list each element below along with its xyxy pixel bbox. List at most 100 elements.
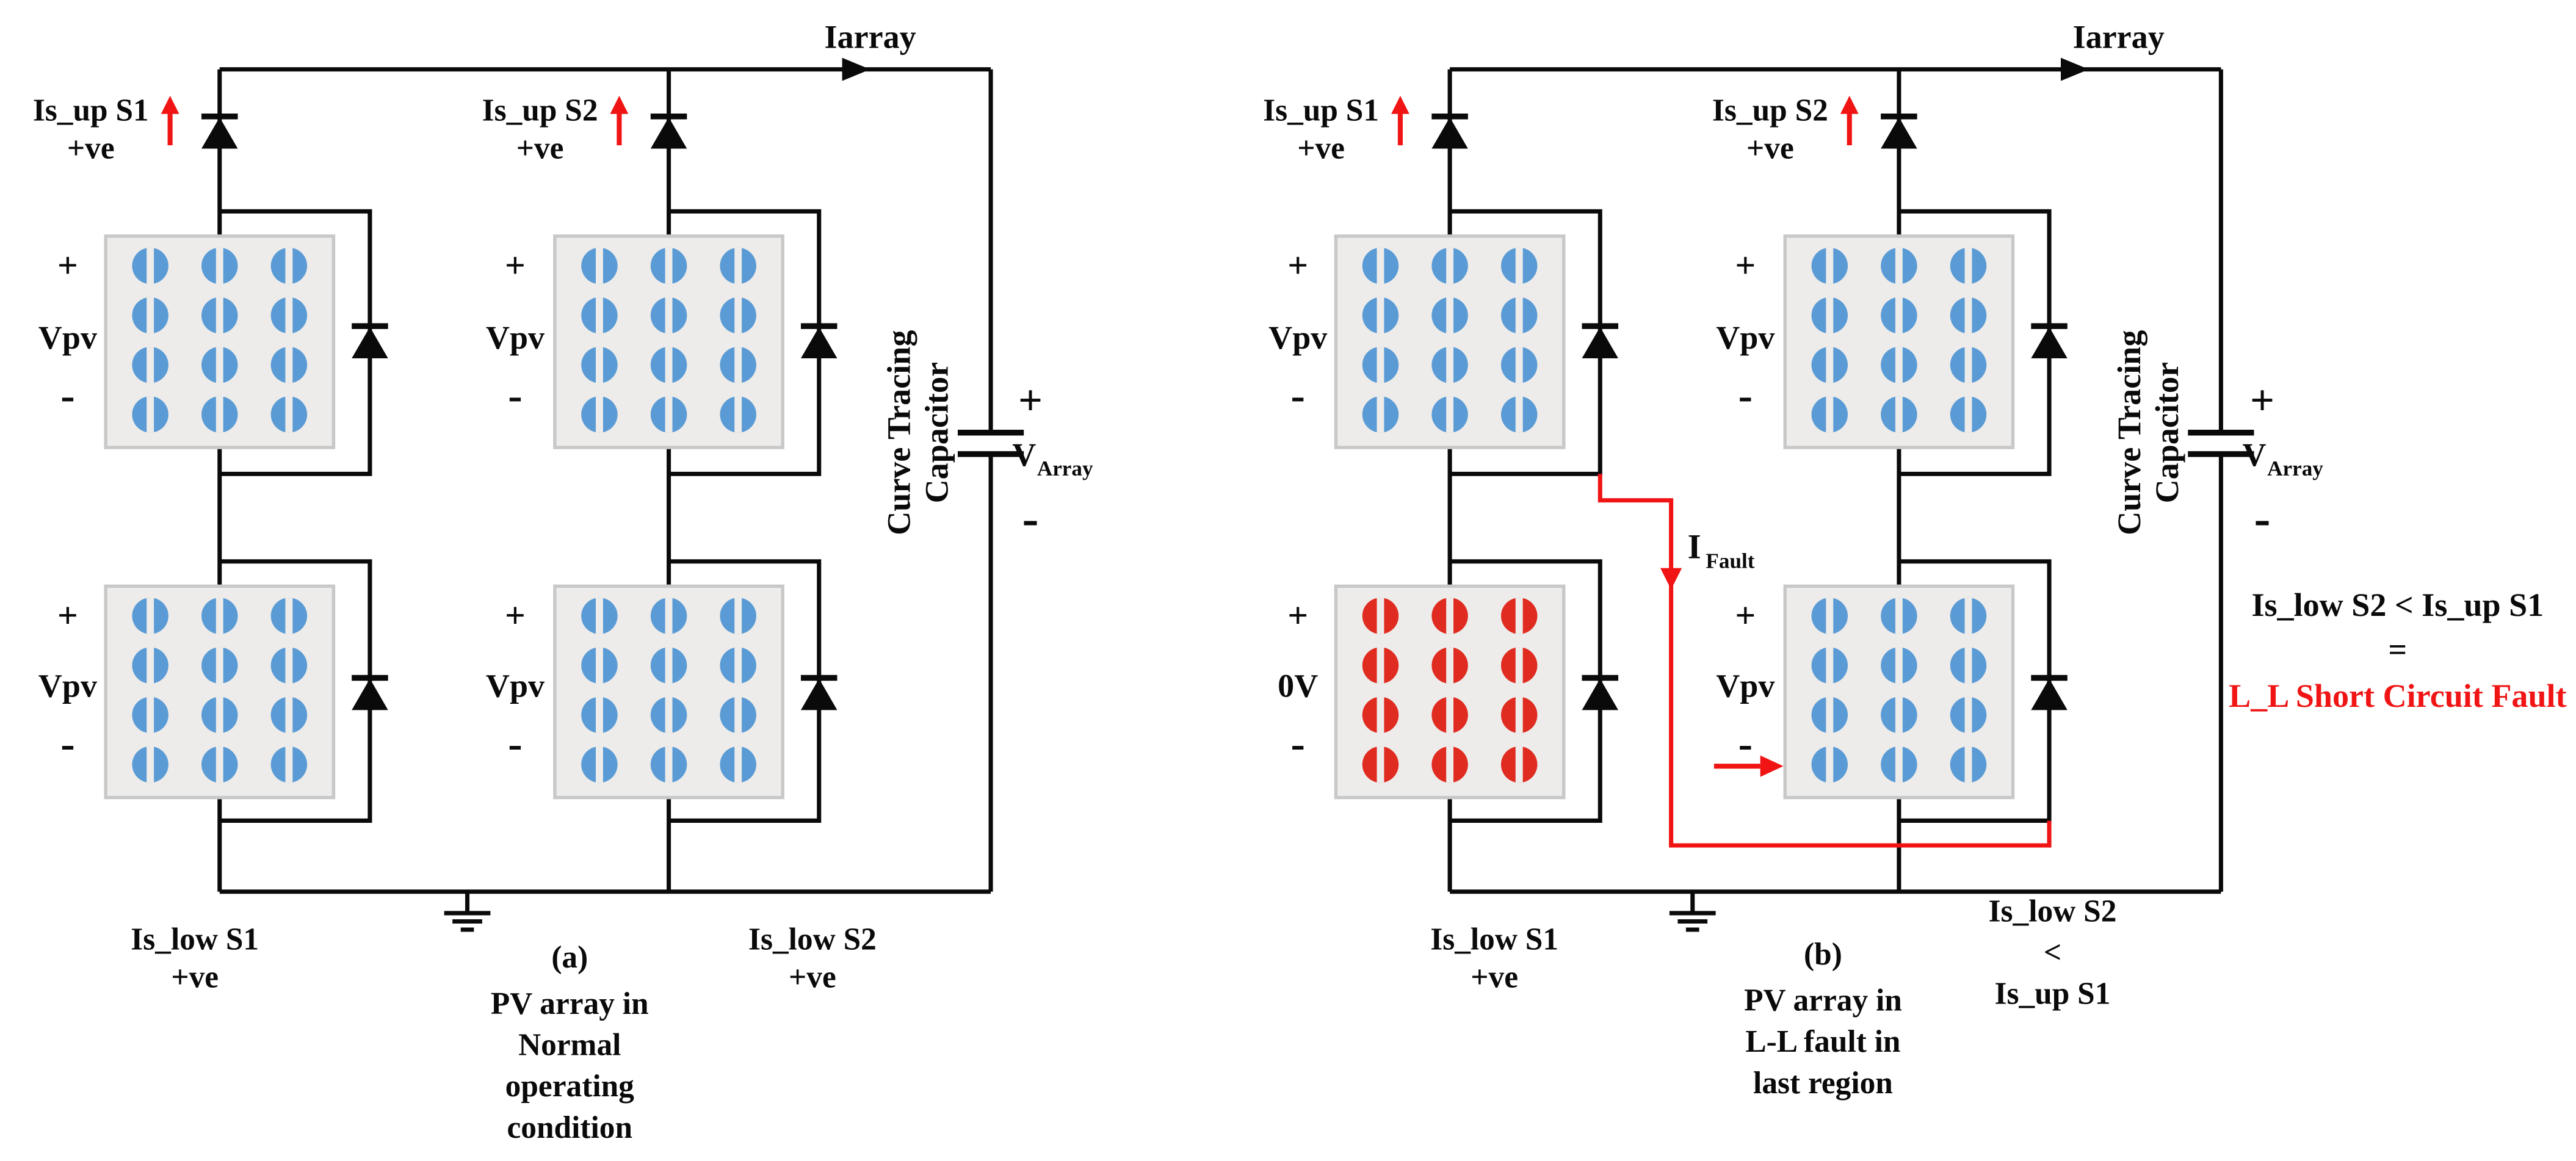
iarray-label: Iarray	[824, 18, 916, 55]
ground-symbol	[1670, 892, 1716, 930]
varray-plus: +	[2250, 377, 2274, 424]
varray-minus: -	[1022, 491, 1038, 546]
caption-b-line1: PV array in	[1744, 983, 1902, 1018]
islow-s2-note-line2: <	[2044, 935, 2061, 970]
iarray-arrow-icon	[842, 57, 870, 81]
panel-ul-vpv: Vpv	[38, 319, 98, 356]
panel-ll-plus: +	[1287, 595, 1308, 635]
bypass-diode-s2-upper	[801, 326, 838, 358]
islow-s2-note-line1: Is_low S2	[1989, 894, 2117, 928]
islow-s2-label: Is_low S2	[748, 922, 877, 957]
isup-s1-arrow-icon	[161, 96, 179, 145]
panel-lr-plus: +	[1735, 595, 1756, 635]
isup-s2-label: Is_up S2	[482, 93, 598, 128]
islow-s1-sign: +ve	[171, 960, 219, 995]
isup-s1-sign: +ve	[67, 131, 115, 166]
panel-lr-minus: -	[1738, 720, 1753, 768]
blocking-diode-s1	[201, 117, 238, 149]
panel-ur-minus: -	[508, 372, 522, 419]
panel-ul-plus: +	[1287, 245, 1308, 285]
pv-panel-upper-right	[555, 236, 783, 447]
isup-s2-arrow-icon	[610, 96, 629, 145]
varray-minus: -	[2254, 491, 2271, 546]
caption-a-line1: PV array in	[491, 986, 649, 1021]
bypass-diode-s1-upper	[352, 326, 388, 358]
isup-s1-arrow-icon	[1391, 96, 1409, 145]
bypass-diode-s1-upper	[1582, 326, 1619, 358]
panel-ur-vpv: Vpv	[1716, 319, 1775, 356]
ifault-sub: Fault	[1706, 549, 1754, 573]
panel-lr-plus: +	[505, 595, 526, 635]
panel-ur-plus: +	[1735, 245, 1756, 285]
ifault-arrow-icon	[1660, 568, 1682, 590]
isup-s1-label: Is_up S1	[33, 93, 149, 128]
capacitor-label: Capacitor	[2149, 362, 2185, 503]
pv-panel-upper-left	[1336, 236, 1563, 447]
caption-a-line2: Normal	[518, 1028, 621, 1063]
bypass-diode-s1-lower	[1582, 678, 1619, 710]
panel-lr-minus: -	[508, 720, 522, 768]
panel-ll-minus: -	[60, 720, 74, 768]
iarray-arrow-icon	[2060, 57, 2089, 81]
panel-lr-vpv: Vpv	[486, 668, 545, 704]
panel-lr-vpv: Vpv	[1716, 668, 1775, 704]
fault-note-condition: Is_low S2 < Is_up S1	[2251, 587, 2544, 623]
panel-ll-minus: -	[1291, 720, 1305, 768]
bypass-diode-s2-lower	[2031, 678, 2068, 710]
caption-tag-b: (b)	[1804, 937, 1842, 972]
curve-tracing-label: Curve Tracing	[881, 330, 917, 535]
iarray-label: Iarray	[2073, 18, 2165, 55]
isup-s1-sign: +ve	[1297, 131, 1345, 166]
fault-current-path	[1597, 474, 2052, 848]
blocking-diode-s2	[1881, 117, 1917, 149]
panel-ll-vpv: Vpv	[38, 668, 98, 704]
curve-tracing-label: Curve Tracing	[2111, 330, 2147, 535]
isup-s2-sign: +ve	[516, 131, 564, 166]
pv-panel-lower-left-faulted	[1336, 586, 1563, 797]
ground-symbol	[444, 892, 491, 930]
panel-ul-minus: -	[1291, 372, 1305, 419]
varray-sub: Array	[1037, 457, 1093, 480]
pv-panel-lower-right	[555, 586, 783, 797]
caption-tag-a: (a)	[551, 940, 588, 975]
panel-ll-plus: +	[57, 595, 78, 635]
bypass-diode-s1-lower	[352, 678, 388, 710]
islow-s1-label: Is_low S1	[131, 922, 259, 957]
panel-ur-plus: +	[505, 245, 526, 285]
islow-s1-label: Is_low S1	[1430, 922, 1558, 957]
caption-a-line4: condition	[507, 1110, 632, 1145]
pv-panel-lower-left	[106, 586, 333, 797]
islow-s1-sign: +ve	[1471, 960, 1518, 995]
bypass-diode-s2-lower	[801, 678, 838, 710]
isup-s2-arrow-icon	[1840, 96, 1859, 145]
bypass-diode-s2-upper	[2031, 326, 2068, 358]
varray-v: V	[2243, 436, 2267, 473]
pv-panel-upper-right	[1785, 236, 2013, 447]
panel-ul-plus: +	[57, 245, 78, 285]
isup-s2-label: Is_up S2	[1712, 93, 1828, 128]
caption-a-line3: operating	[505, 1069, 635, 1104]
caption-b-line3: last region	[1753, 1066, 1893, 1101]
isup-s2-sign: +ve	[1746, 131, 1794, 166]
panel-ur-vpv: Vpv	[486, 319, 545, 356]
panel-ul-vpv: Vpv	[1268, 319, 1328, 356]
blocking-diode-s2	[651, 117, 687, 149]
islow-s2-sign: +ve	[789, 960, 836, 995]
varray-v: V	[1012, 436, 1036, 473]
varray-plus: +	[1018, 377, 1043, 424]
diagram-a: Iarray Is_up S1 +ve Is_up S2 +ve + Vpv -…	[33, 18, 1093, 1145]
islow-s2-note-line3: Is_up S1	[1995, 977, 2111, 1011]
fault-note-result: L_L Short Circuit Fault	[2229, 678, 2567, 714]
panel-ur-minus: -	[1738, 372, 1753, 419]
fault-note-equals: =	[2388, 631, 2407, 668]
isup-s1-label: Is_up S1	[1263, 93, 1379, 128]
pv-panel-upper-left	[106, 236, 333, 447]
panel-ll-0v: 0V	[1278, 668, 1318, 704]
varray-sub: Array	[2267, 457, 2323, 480]
fault-direction-arrow-icon	[1760, 755, 1784, 777]
capacitor-label: Capacitor	[919, 362, 955, 503]
blocking-diode-s1	[1431, 117, 1468, 149]
pv-panel-lower-right	[1785, 586, 2013, 797]
panel-ul-minus: -	[60, 372, 74, 419]
